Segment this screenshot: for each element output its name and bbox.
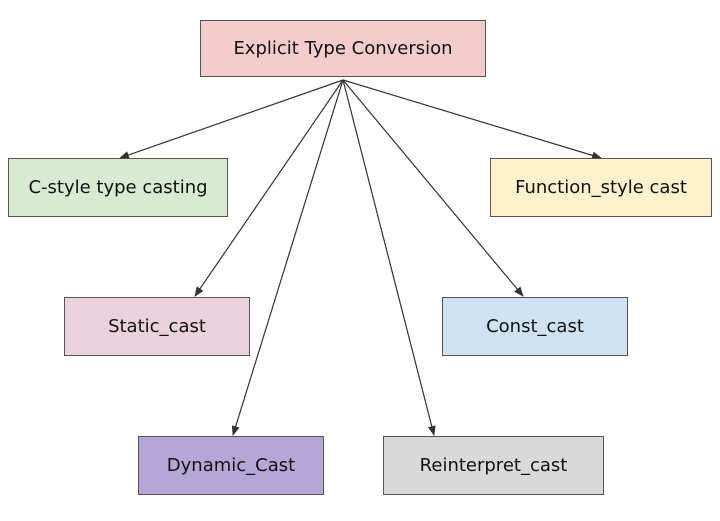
node-explicit-type-conversion: Explicit Type Conversion	[200, 20, 486, 77]
node-c-style-type-casting: C-style type casting	[8, 158, 228, 217]
node-label: Function_style cast	[515, 177, 687, 198]
edge-root-to-static	[194, 79, 344, 297]
node-static-cast: Static_cast	[64, 297, 250, 356]
edge-root-to-cstyle	[119, 79, 344, 159]
edge-root-to-func	[342, 79, 602, 160]
edge-root-to-dynamic	[231, 79, 344, 436]
node-label: Dynamic_Cast	[166, 455, 296, 476]
node-const-cast: Const_cast	[442, 297, 628, 356]
node-label: Reinterpret_cast	[419, 455, 568, 476]
edge-root-to-reint	[342, 79, 436, 436]
node-label: Const_cast	[486, 316, 584, 337]
node-label: Explicit Type Conversion	[233, 38, 453, 59]
node-label: Static_cast	[108, 316, 206, 337]
node-label: C-style type casting	[28, 177, 208, 198]
node-reinterpret-cast: Reinterpret_cast	[383, 436, 604, 495]
node-dynamic-cast: Dynamic_Cast	[138, 436, 324, 495]
node-function-style-cast: Function_style cast	[490, 158, 712, 217]
edge-root-to-const	[342, 79, 524, 297]
